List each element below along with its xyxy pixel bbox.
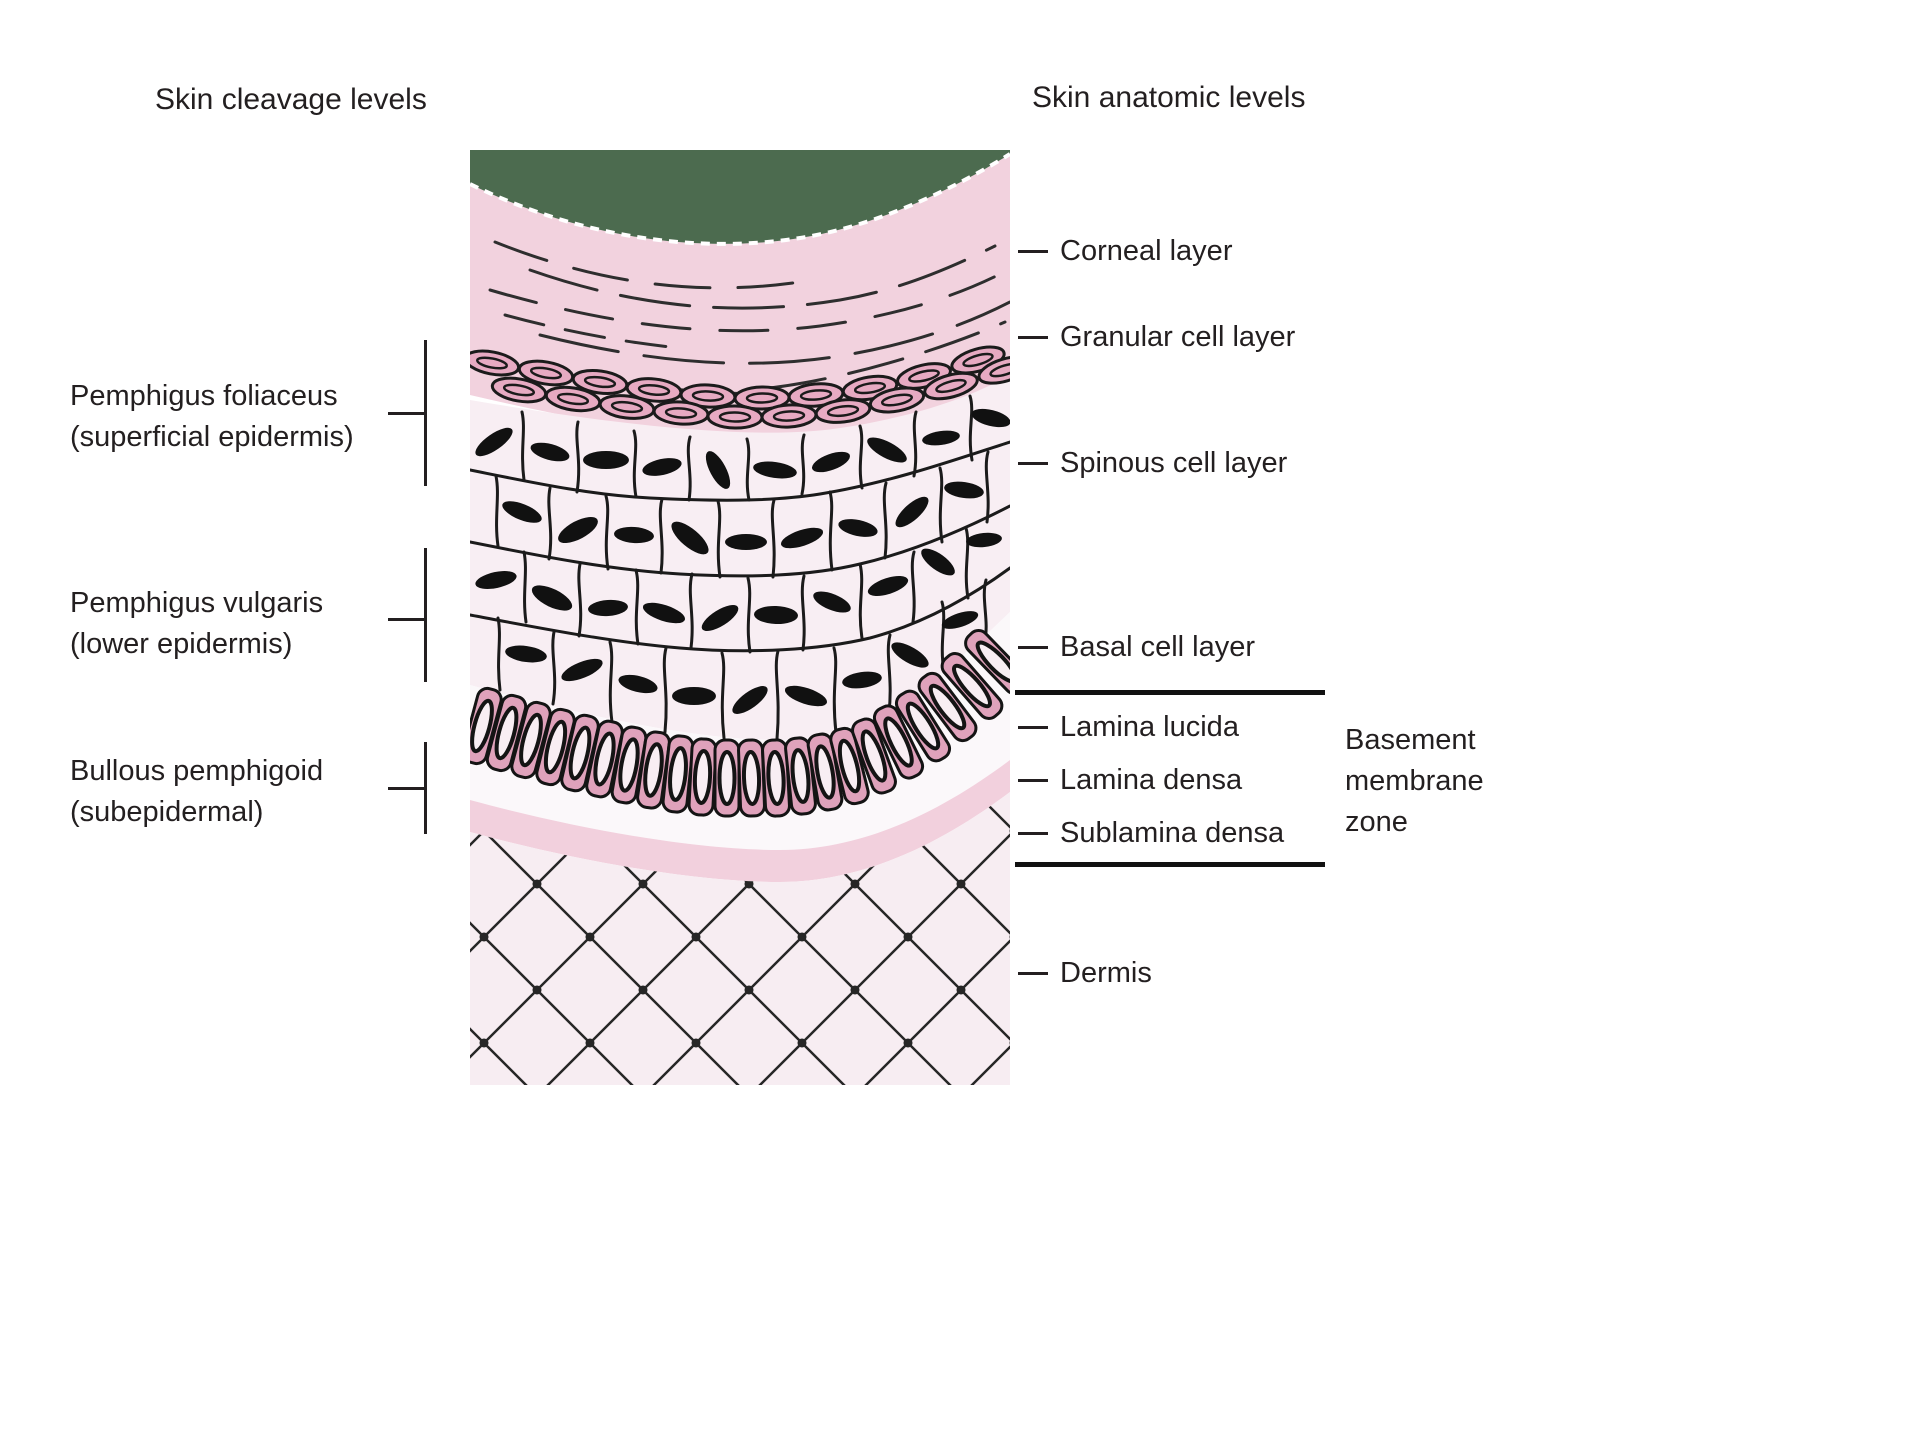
label-bullous-pemphigoid: Bullous pemphigoid (subepidermal): [70, 751, 323, 833]
pemphigoid-pointer-line: [388, 787, 424, 790]
skin-histology-illustration: [470, 150, 1010, 1085]
granular-tick: [1018, 336, 1048, 339]
label-pemphigus-foliaceus: Pemphigus foliaceus (superficial epiderm…: [70, 376, 354, 458]
surface-green-art: [470, 150, 1010, 246]
spinous-cell-boundaries: [470, 394, 1010, 741]
label-granular-cell-layer: Granular cell layer: [1060, 321, 1296, 353]
cleavage-name: Pemphigus foliaceus: [70, 380, 338, 412]
cleavage-name: Bullous pemphigoid: [70, 755, 324, 787]
label-lamina-lucida: Lamina lucida: [1060, 711, 1239, 743]
label-sublamina-densa: Sublamina densa: [1060, 817, 1285, 849]
header-cleavage-levels: Skin cleavage levels: [155, 83, 427, 116]
cleavage-qualifier: (subepidermal): [70, 796, 264, 828]
corneal-tick: [1018, 250, 1048, 253]
pemphigoid-span-line: [424, 742, 427, 834]
bmz-line: zone: [1345, 806, 1408, 838]
foliaceus-span-line: [424, 340, 427, 486]
bmz-line: membrane: [1345, 765, 1484, 797]
label-basal-cell-layer: Basal cell layer: [1060, 631, 1256, 663]
bmz-top-bar: [1015, 690, 1325, 695]
foliaceus-pointer-line: [388, 412, 424, 415]
header-anatomic-levels: Skin anatomic levels: [1032, 81, 1306, 114]
label-lamina-densa: Lamina densa: [1060, 764, 1243, 796]
spinous-nuclei: [475, 408, 1010, 714]
basal-tick: [1018, 646, 1048, 649]
lamina-densa-art: [470, 760, 1010, 882]
label-pemphigus-vulgaris: Pemphigus vulgaris (lower epidermis): [70, 583, 323, 665]
label-spinous-cell-layer: Spinous cell layer: [1060, 447, 1288, 479]
lamina-lucida-tick: [1018, 726, 1048, 729]
dermis-tick: [1018, 972, 1048, 975]
spinous-tick: [1018, 462, 1048, 465]
label-corneal-layer: Corneal layer: [1060, 235, 1233, 267]
cleavage-name: Pemphigus vulgaris: [70, 587, 324, 619]
dermis-art: [470, 792, 1010, 1085]
lamina-densa-tick: [1018, 779, 1048, 782]
label-basement-membrane-zone: Basement membrane zone: [1345, 720, 1484, 843]
cleavage-qualifier: (lower epidermis): [70, 628, 293, 660]
bmz-line: Basement: [1345, 724, 1476, 756]
vulgaris-pointer-line: [388, 618, 424, 621]
corneal-layer-art: [470, 154, 1010, 443]
cleavage-qualifier: (superficial epidermis): [70, 421, 354, 453]
label-dermis: Dermis: [1060, 957, 1152, 989]
vulgaris-span-line: [424, 548, 427, 682]
sublamina-densa-tick: [1018, 832, 1048, 835]
bmz-bottom-bar: [1015, 862, 1325, 867]
